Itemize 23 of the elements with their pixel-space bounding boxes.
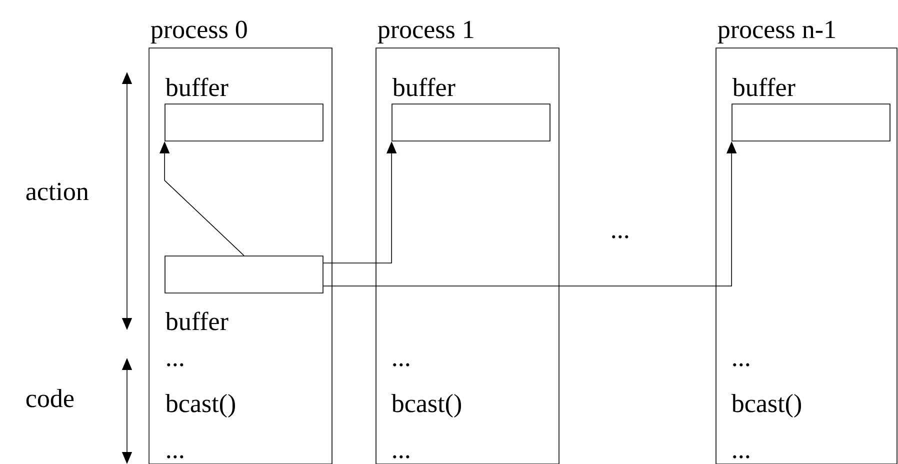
node-label: buffer xyxy=(165,78,228,96)
text-label: ... xyxy=(733,455,750,458)
text-label: ... xyxy=(393,363,410,366)
text-label: bcast() xyxy=(165,394,235,418)
text-label: ... xyxy=(167,363,184,366)
buffer-box: buffer xyxy=(164,256,324,330)
node-label: process 1 xyxy=(378,20,474,44)
text-label: ... xyxy=(733,363,750,366)
text-label: ... xyxy=(167,455,184,458)
node-label: buffer xyxy=(392,78,456,96)
buffer-box: buffer xyxy=(164,78,324,142)
text-label: action xyxy=(26,182,89,200)
buffer-box: buffer xyxy=(732,78,890,142)
text-label: ... xyxy=(393,455,410,458)
text-label: bcast() xyxy=(391,394,461,418)
text-label: bcast() xyxy=(731,394,801,418)
text-label: ... xyxy=(612,235,628,238)
text-label: code xyxy=(26,388,74,408)
node-label: buffer xyxy=(165,312,228,330)
node-label: process 0 xyxy=(150,20,247,44)
node-label: buffer xyxy=(732,78,796,96)
buffer-box: buffer xyxy=(392,78,550,142)
node-label: process n-1 xyxy=(718,20,835,44)
